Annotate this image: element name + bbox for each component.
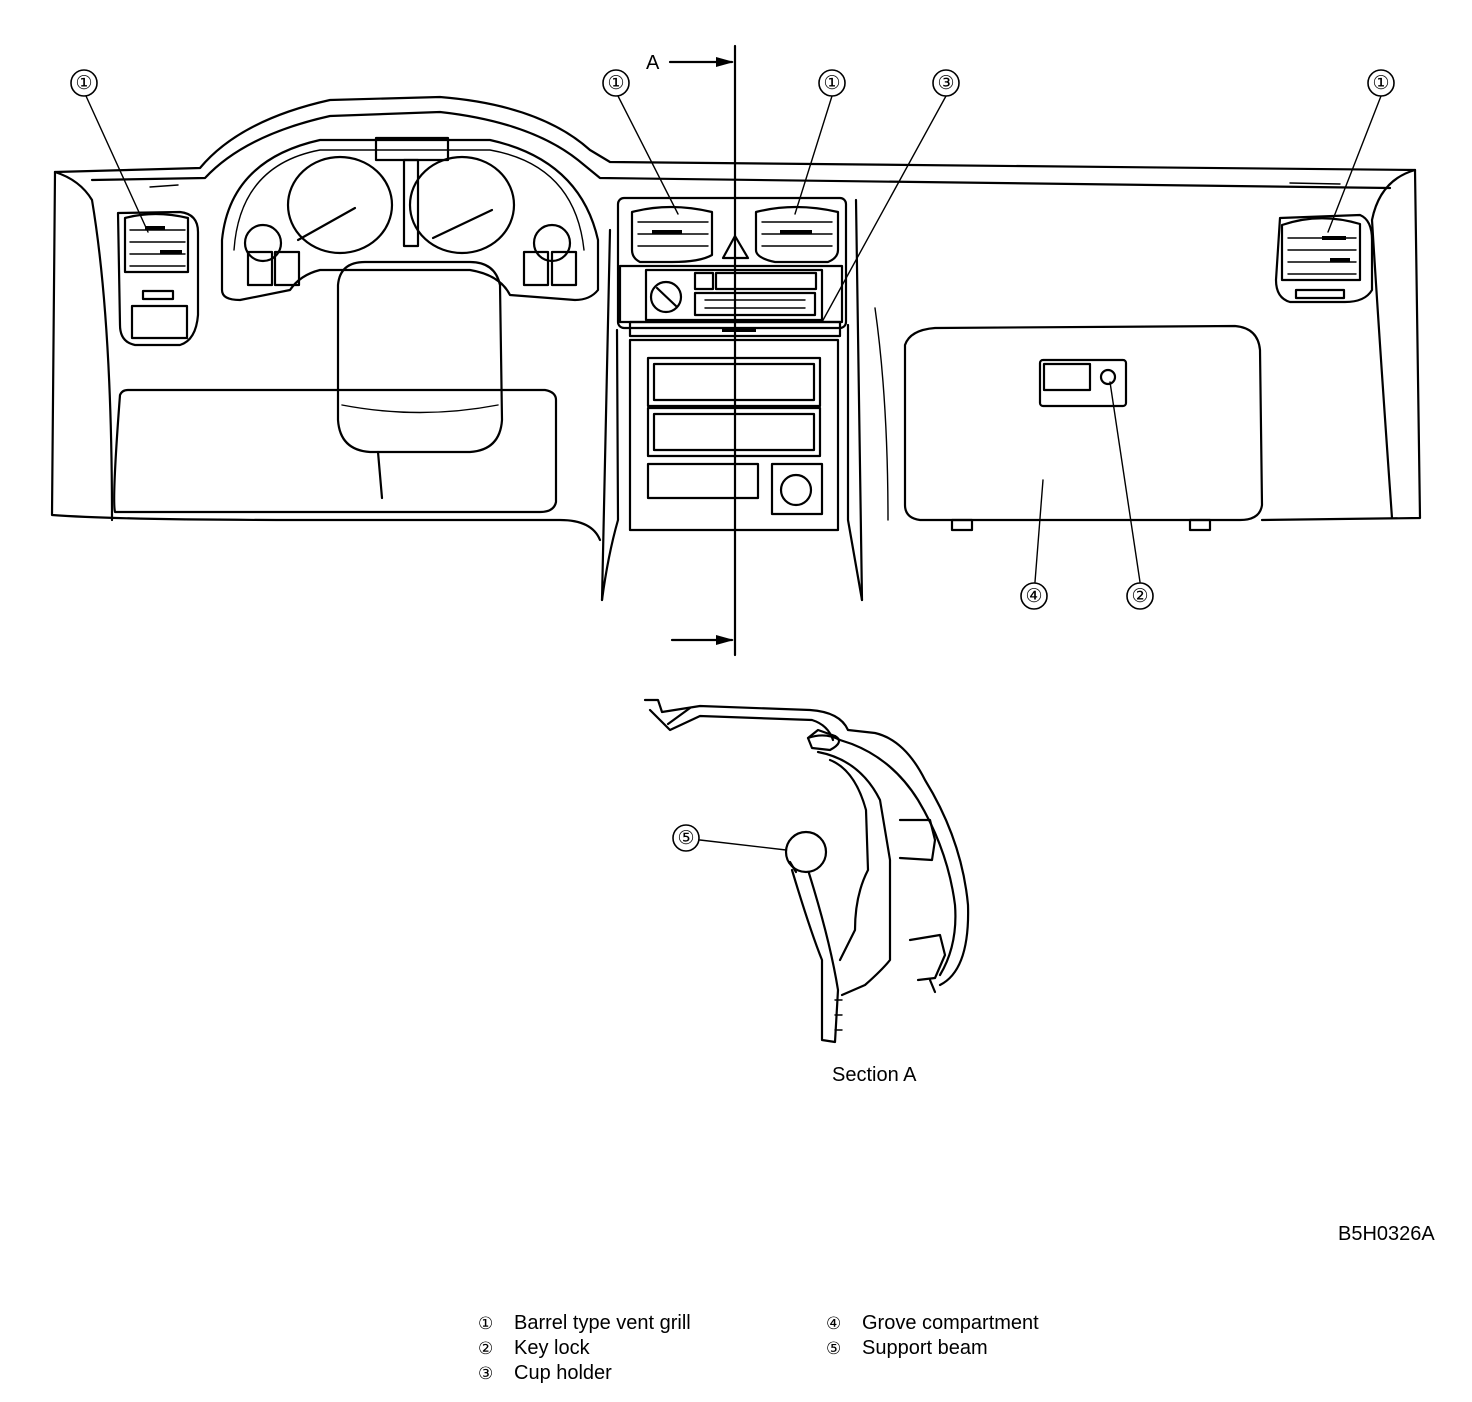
legend-symbol: ① <box>478 1314 494 1334</box>
instrument-cluster <box>220 136 600 302</box>
callout-1a: ① <box>70 69 98 97</box>
callout-3: ③ <box>932 69 960 97</box>
callout-1b: ① <box>602 69 630 97</box>
vent-left <box>116 210 200 347</box>
legend-text: Barrel type vent grill <box>514 1312 691 1334</box>
svg-text:①: ① <box>607 72 624 94</box>
figure-code: B5H0326A <box>1338 1223 1435 1245</box>
dashboard-body <box>50 95 1422 602</box>
section-marker: A <box>646 52 660 74</box>
legend-symbol: ⑤ <box>826 1339 842 1359</box>
steering-wheel-pad <box>336 260 504 500</box>
legend-item-1: ① Barrel type vent grill <box>478 1312 691 1335</box>
legend-text: Support beam <box>862 1337 988 1359</box>
legend: ① Barrel type vent grill ② Key lock ③ Cup h… <box>478 1312 1178 1392</box>
svg-text:①: ① <box>1372 72 1389 94</box>
vent-right <box>1274 213 1374 304</box>
svg-text:④: ④ <box>1025 585 1042 607</box>
svg-text:⑤: ⑤ <box>677 827 694 849</box>
section-caption: Section A <box>832 1064 917 1086</box>
svg-text:①: ① <box>75 72 92 94</box>
knee-panel <box>113 388 558 514</box>
audio-unit <box>618 264 844 338</box>
legend-symbol: ③ <box>478 1364 494 1384</box>
callout-4: ④ <box>1020 582 1048 610</box>
legend-item-3: ③ Cup holder <box>478 1362 612 1385</box>
svg-text:②: ② <box>1131 585 1148 607</box>
legend-item-5: ⑤ Support beam <box>826 1337 988 1360</box>
legend-item-2: ② Key lock <box>478 1337 590 1360</box>
section-line-a <box>668 44 737 657</box>
glove-compartment <box>903 324 1264 532</box>
legend-text: Grove compartment <box>862 1312 1039 1334</box>
legend-symbol: ④ <box>826 1314 842 1334</box>
svg-text:①: ① <box>823 72 840 94</box>
section-a-profile <box>643 698 970 1044</box>
leader-lines <box>85 95 1382 851</box>
callout-1c: ① <box>818 69 846 97</box>
svg-text:③: ③ <box>937 72 954 94</box>
callout-1d: ① <box>1367 69 1395 97</box>
legend-symbol: ② <box>478 1339 494 1359</box>
callout-5: ⑤ <box>672 824 700 852</box>
legend-text: Key lock <box>514 1337 590 1359</box>
legend-item-4: ④ Grove compartment <box>826 1312 1039 1335</box>
legend-text: Cup holder <box>514 1362 612 1384</box>
callout-2: ② <box>1126 582 1154 610</box>
